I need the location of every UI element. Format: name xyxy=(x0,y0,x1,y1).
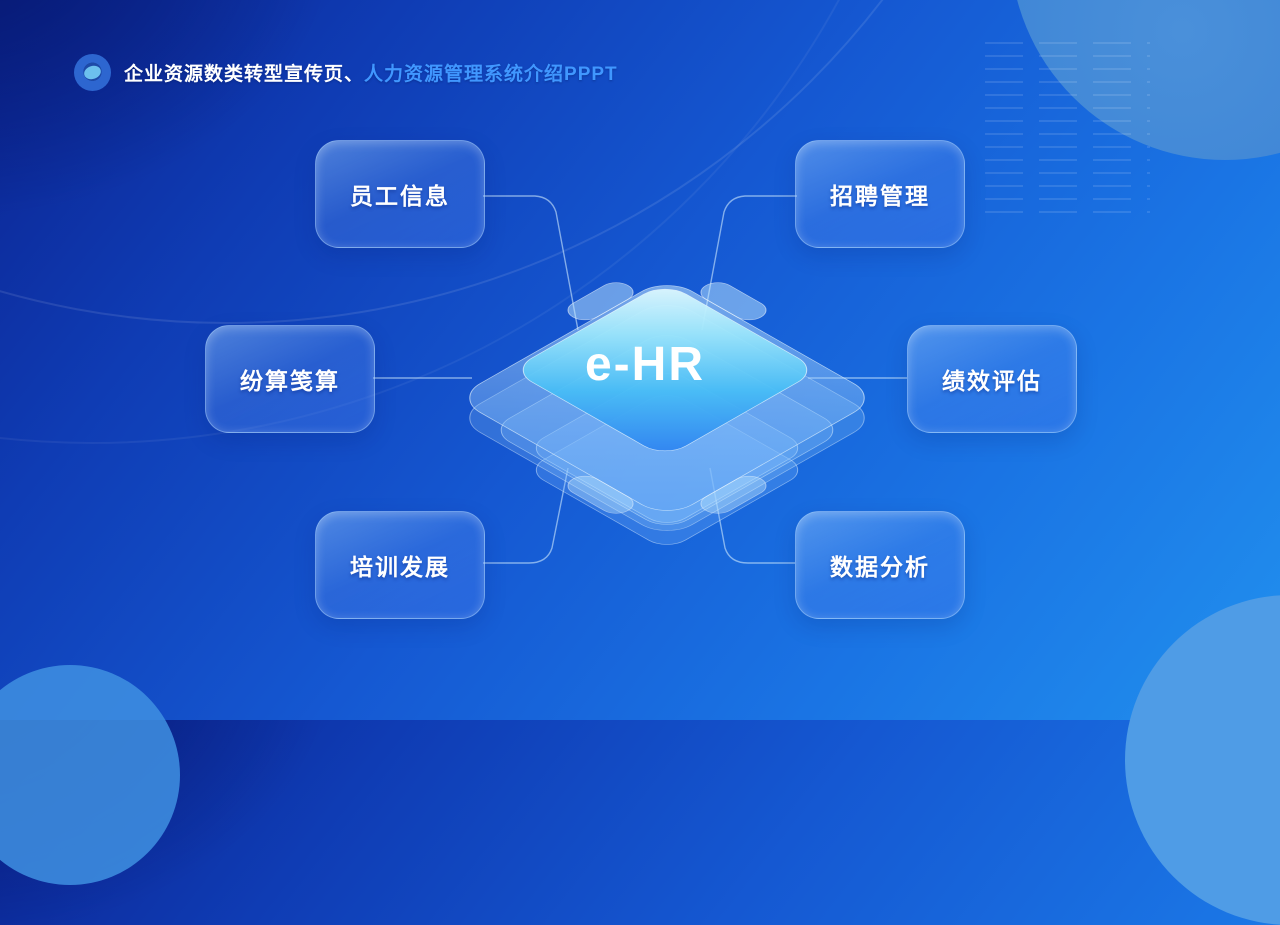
node-label: 培训发展 xyxy=(350,554,450,580)
node-training[interactable]: 培训发展 xyxy=(315,511,485,619)
chip-label: e-HR xyxy=(585,338,705,391)
page-title-main: 企业资源数类转型宣传页、 xyxy=(124,64,365,85)
node-label: 员工信息 xyxy=(350,183,450,209)
node-payroll[interactable]: 纷算笺算 xyxy=(205,325,375,433)
node-data-analysis[interactable]: 数据分析 xyxy=(795,511,965,619)
node-label: 绩效评估 xyxy=(942,368,1042,394)
logo-icon xyxy=(74,54,111,91)
ehr-diagram-canvas: e-HR xyxy=(373,195,907,564)
node-label: 招聘管理 xyxy=(830,183,930,209)
page-title: 企业资源数类转型宣传页、人力资源管理系统介绍PPPT xyxy=(124,59,618,86)
connector-lines xyxy=(373,195,907,564)
connector-training xyxy=(483,467,569,564)
code-lines-decoration xyxy=(985,42,1150,220)
chip-pin-upper-left xyxy=(567,282,634,321)
node-employee-info[interactable]: 员工信息 xyxy=(315,140,485,248)
connector-data-analysis xyxy=(709,467,795,564)
node-label: 纷算笺算 xyxy=(240,368,340,394)
ehr-chip: e-HR xyxy=(469,282,865,545)
connector-employee-info xyxy=(483,195,579,331)
node-recruitment[interactable]: 招聘管理 xyxy=(795,140,965,248)
chip-top-face xyxy=(522,288,808,452)
chip-pin-lower-right xyxy=(700,475,767,514)
connector-recruitment xyxy=(701,195,797,331)
node-label: 数据分析 xyxy=(830,554,930,580)
page-title-accent: 人力资源管理系统介绍PPPT xyxy=(364,64,618,85)
header: 企业资源数类转型宣传页、人力资源管理系统介绍PPPT xyxy=(74,54,618,91)
node-performance[interactable]: 绩效评估 xyxy=(907,325,1077,433)
chip-pin-lower-left xyxy=(567,475,634,514)
chip-pin-upper-right xyxy=(700,282,767,321)
